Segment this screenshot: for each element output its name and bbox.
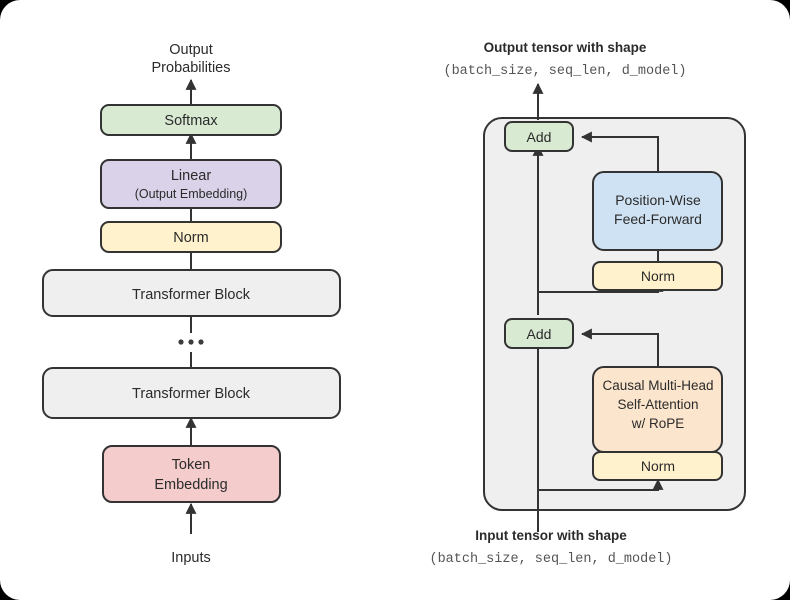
- node-norm[interactable]: Norm: [100, 221, 282, 253]
- stack-ellipsis: [178, 339, 204, 345]
- node-transformer-block-top-label: Transformer Block: [132, 287, 251, 303]
- node-norm-attention[interactable]: Norm: [592, 451, 723, 481]
- node-position-wise-feed-forward[interactable]: Position-Wise Feed-Forward: [592, 171, 723, 251]
- node-attention-label-line2: Self-Attention: [617, 397, 698, 412]
- node-attention-label-line1: Causal Multi-Head: [602, 378, 713, 393]
- output-tensor-caption: Output tensor with shape: [484, 40, 647, 55]
- node-linear-label-line2: (Output Embedding): [135, 187, 248, 201]
- node-transformer-block-bottom-label: Transformer Block: [132, 386, 251, 402]
- node-softmax-label: Softmax: [164, 113, 218, 129]
- node-transformer-block-bottom[interactable]: Transformer Block: [42, 367, 341, 419]
- node-add-top[interactable]: Add: [504, 121, 574, 152]
- branch-to-norm-attn: [538, 478, 664, 491]
- input-tensor-shape: (batch_size, seq_len, d_model): [429, 552, 672, 567]
- node-attention-label-line3: w/ RoPE: [631, 416, 685, 431]
- node-softmax[interactable]: Softmax: [100, 104, 282, 136]
- node-token-embedding[interactable]: Token Embedding: [102, 445, 281, 503]
- node-norm-label: Norm: [173, 230, 208, 246]
- node-add-bottom-label: Add: [527, 326, 552, 342]
- inputs-label: Inputs: [171, 550, 211, 566]
- right-diagram: Output tensor with shape (batch_size, se…: [429, 40, 746, 567]
- node-norm-ffn-label: Norm: [641, 268, 675, 284]
- node-norm-ffn[interactable]: Norm: [592, 261, 723, 291]
- node-ffn-label-line2: Feed-Forward: [614, 211, 702, 227]
- node-token-embedding-label-line1: Token: [172, 457, 211, 473]
- branch-ffn-to-add-top: [580, 131, 659, 172]
- node-linear-label-line1: Linear: [171, 168, 211, 184]
- node-ffn-label-line1: Position-Wise: [615, 192, 701, 208]
- node-causal-multi-head-self-attention[interactable]: Causal Multi-Head Self-Attention w/ RoPE: [592, 366, 723, 453]
- node-add-top-label: Add: [527, 129, 552, 145]
- branch-attention-to-add-bottom: [580, 328, 659, 367]
- output-tensor-shape: (batch_size, seq_len, d_model): [443, 64, 686, 79]
- left-diagram: Output Probabilities Softmax: [42, 42, 341, 566]
- node-add-bottom[interactable]: Add: [504, 318, 574, 349]
- node-transformer-block-top[interactable]: Transformer Block: [42, 269, 341, 317]
- output-probabilities-label-line2: Probabilities: [152, 60, 231, 76]
- node-norm-attention-label: Norm: [641, 458, 675, 474]
- output-probabilities-label-line1: Output: [169, 42, 213, 58]
- node-linear[interactable]: Linear (Output Embedding): [100, 159, 282, 209]
- node-token-embedding-label-line2: Embedding: [154, 477, 227, 493]
- input-tensor-caption: Input tensor with shape: [475, 528, 627, 543]
